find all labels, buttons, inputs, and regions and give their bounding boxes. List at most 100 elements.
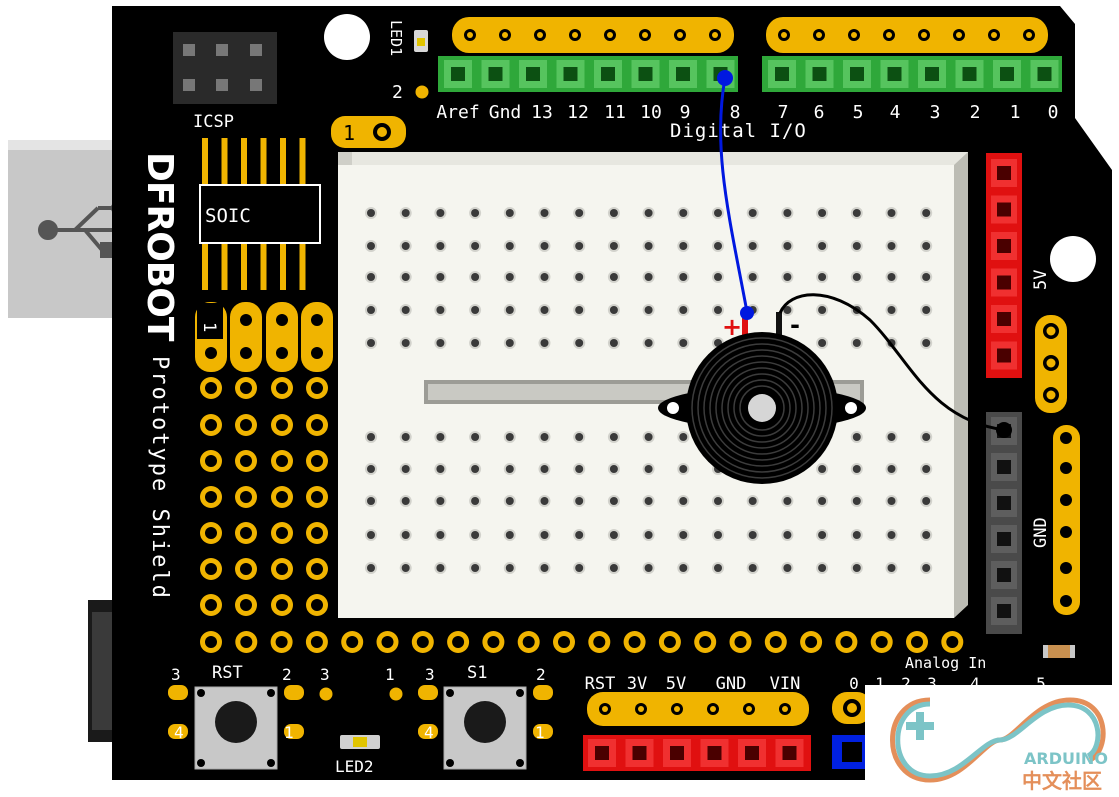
breadboard-hole (609, 339, 618, 347)
watermark-line1: ARDUINO (1024, 749, 1108, 768)
rst-pin-3: 3 (171, 665, 181, 684)
bottom-pad-row (200, 631, 964, 653)
breadboard-hole (748, 497, 757, 505)
analog-in-label: Analog In (905, 654, 986, 672)
digital-pin-label: Gnd (489, 102, 522, 123)
breadboard-hole (436, 306, 445, 314)
wire-end (740, 306, 754, 320)
breadboard-hole (401, 306, 410, 314)
breadboard-hole (471, 273, 480, 281)
breadboard-hole (887, 531, 896, 539)
breadboard-hole (575, 306, 584, 314)
soic-pad (280, 138, 286, 200)
proto-pin1-label: 1 (199, 322, 219, 332)
rst-pin-2: 2 (282, 665, 292, 684)
breadboard-hole (714, 497, 722, 505)
proto-pin1-marker: 1 (197, 303, 223, 339)
buzzer-plus-label: + (722, 313, 742, 341)
breadboard-hole (436, 273, 445, 281)
rst-pin-1: 1 (284, 723, 294, 742)
breadboard-hole (644, 564, 653, 572)
breadboard-hole (540, 465, 549, 473)
s1-pin-3: 3 (425, 665, 435, 684)
breadboard-hole (887, 465, 896, 473)
breadboard-hole (401, 273, 410, 281)
breadboard-hole (818, 465, 827, 473)
digital-pin-label: 13 (531, 102, 553, 123)
wire-end (717, 70, 733, 86)
breadboard-hole (505, 531, 514, 539)
soic-pad (260, 138, 267, 200)
breadboard-hole (505, 273, 514, 281)
rst-button[interactable] (168, 685, 304, 770)
breadboard-hole (783, 306, 792, 314)
breadboard-hole (401, 465, 410, 473)
breadboard-hole (852, 433, 861, 441)
watermark-line2: 中文社区 (1022, 769, 1102, 792)
pad (388, 686, 404, 702)
breadboard-hole (818, 306, 827, 314)
soic-pad (241, 228, 247, 290)
soic-pad (299, 228, 306, 290)
breadboard-hole (679, 306, 688, 314)
s1-button[interactable] (418, 685, 553, 770)
breadboard-hole (609, 465, 618, 473)
digital-pin-label: 0 (1048, 102, 1059, 123)
digital-pin-label: 2 (970, 102, 981, 123)
breadboard-hole (436, 564, 445, 572)
analog-pin-label: 3 (927, 674, 937, 693)
breadboard-hole (609, 531, 618, 539)
breadboard-hole (540, 433, 549, 441)
analog-pin-label: 5 (1036, 674, 1046, 693)
digital-pin-label: 4 (890, 102, 901, 123)
breadboard-hole (818, 273, 827, 281)
breadboard-hole (540, 273, 549, 281)
digital-pin-label: 7 (778, 102, 789, 123)
soic-pad (299, 138, 306, 200)
mounting-hole (1050, 236, 1096, 282)
ground-wire (778, 293, 1006, 432)
breadboard-hole (367, 564, 375, 572)
breadboard-hole (748, 531, 757, 539)
breadboard-hole (644, 531, 653, 539)
breadboard-hole (436, 433, 445, 441)
breadboard-hole (679, 273, 688, 281)
breadboard-hole (679, 465, 688, 473)
breadboard-hole (575, 242, 584, 250)
mid-pin-1: 1 (385, 665, 395, 684)
breadboard-hole (575, 465, 584, 473)
buzzer (658, 312, 866, 484)
breadboard-hole (887, 564, 896, 572)
breadboard-hole (852, 564, 861, 572)
s1-button-label: S1 (467, 663, 487, 683)
right-chain-pads (1035, 315, 1067, 413)
breadboard-hole (471, 209, 480, 217)
breadboard-hole (783, 531, 792, 539)
breadboard-hole (852, 465, 861, 473)
digital-io-label: Digital I/O (670, 120, 807, 142)
soic-pad (202, 138, 208, 200)
digital-pin-label: 3 (930, 102, 941, 123)
breadboard-hole (714, 242, 722, 250)
breadboard-hole (401, 242, 410, 250)
s1-pin-1: 1 (535, 723, 545, 742)
breadboard-hole (436, 242, 445, 250)
breadboard-hole (436, 339, 445, 347)
digital-pin-label: 1 (1010, 102, 1021, 123)
power-pin-label: RST (585, 674, 616, 694)
breadboard-hole (367, 497, 375, 505)
breadboard-hole (505, 339, 514, 347)
breadboard-hole (644, 465, 653, 473)
breadboard-hole (505, 242, 514, 250)
breadboard-hole (887, 433, 896, 441)
breadboard-hole (922, 339, 931, 347)
breadboard-hole (887, 209, 896, 217)
breadboard-hole (471, 339, 480, 347)
wire-end (996, 422, 1012, 438)
breadboard-hole (922, 564, 931, 572)
breadboard-hole (679, 339, 688, 347)
pad (318, 686, 334, 702)
